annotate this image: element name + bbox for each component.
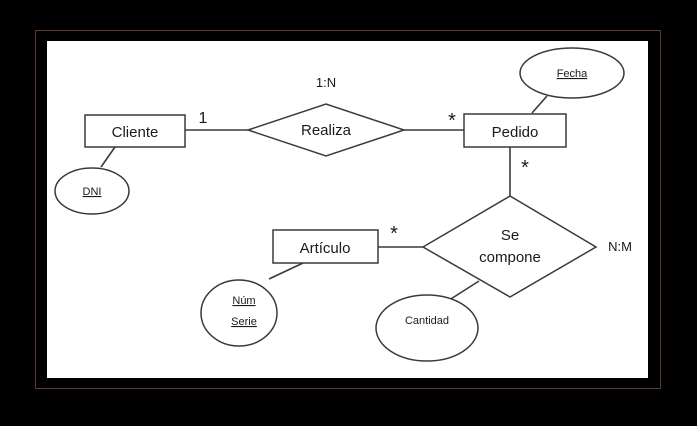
entity-pedido: Pedido bbox=[463, 113, 567, 148]
er-diagram: Cliente Pedido Artículo Realiza Se c bbox=[54, 47, 632, 362]
attribute-cantidad-label: Cantidad bbox=[405, 315, 449, 327]
link-pedido-fecha bbox=[531, 95, 548, 114]
link-cliente-dni bbox=[100, 146, 116, 168]
cardinality-cliente-side: 1 bbox=[199, 110, 208, 127]
entity-articulo: Artículo bbox=[272, 229, 379, 264]
attribute-num-serie-label-line1: Núm bbox=[232, 295, 255, 307]
attribute-num-serie: Núm Serie bbox=[200, 279, 278, 347]
entity-cliente-label: Cliente bbox=[112, 124, 159, 141]
entity-articulo-label: Artículo bbox=[300, 240, 351, 257]
cardinality-pedido-side: * bbox=[448, 110, 456, 132]
cardinality-articulo-side: * bbox=[390, 223, 398, 245]
cardinality-pedido-compone-side: * bbox=[521, 157, 529, 179]
relationship-realiza-label: Realiza bbox=[301, 122, 352, 139]
attribute-dni: DNI bbox=[54, 167, 130, 215]
cardinality-realiza-type: 1:N bbox=[316, 75, 336, 90]
relationship-realiza: Realiza bbox=[245, 103, 407, 157]
entity-cliente: Cliente bbox=[84, 114, 186, 148]
cardinality-compone-type: N:M bbox=[608, 239, 632, 254]
relationship-se-compone: Se compone bbox=[421, 195, 598, 298]
attribute-num-serie-label-line2: Serie bbox=[231, 316, 257, 328]
attribute-cantidad: Cantidad bbox=[375, 294, 479, 362]
attribute-fecha: Fecha bbox=[519, 47, 625, 99]
attribute-fecha-label: Fecha bbox=[557, 68, 588, 80]
frame-border bbox=[35, 30, 661, 389]
entity-pedido-label: Pedido bbox=[492, 124, 539, 141]
relationship-se-compone-label-line2: compone bbox=[479, 249, 541, 266]
link-articulo-numserie bbox=[268, 262, 304, 280]
relationship-se-compone-label-line1: Se bbox=[501, 227, 519, 244]
diagram-canvas: Cliente Pedido Artículo Realiza Se c bbox=[47, 41, 648, 378]
attribute-dni-label: DNI bbox=[83, 186, 102, 198]
